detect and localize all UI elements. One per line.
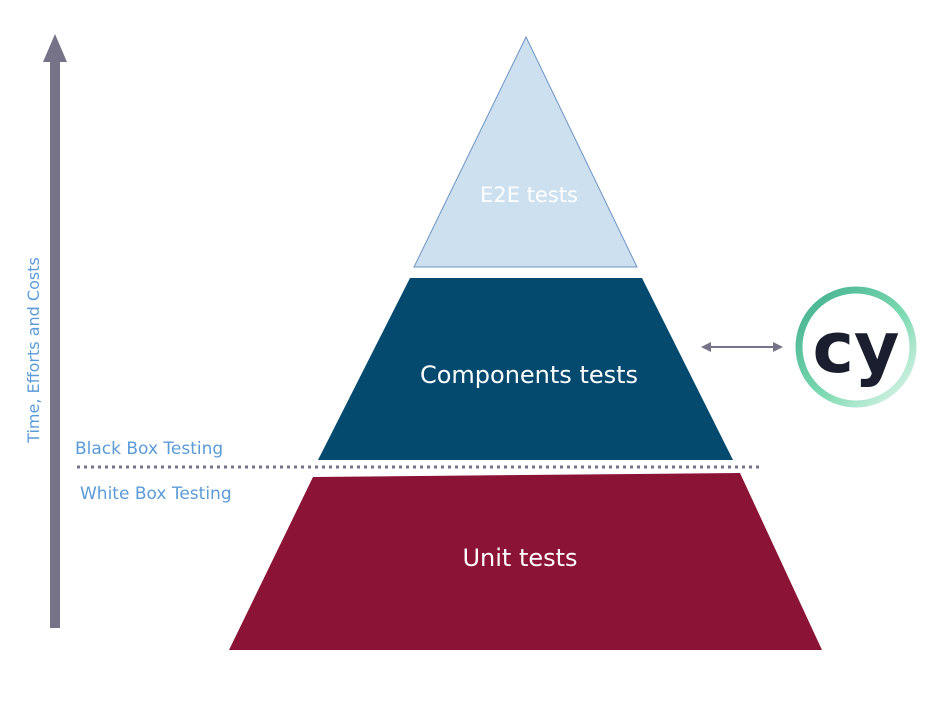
tier-e2e: E2E tests — [413, 35, 638, 268]
cypress-logo-text: cy — [812, 307, 899, 389]
tier-unit-shape — [229, 473, 822, 650]
cypress-logo-ring — [795, 286, 917, 408]
tier-components-label: Components tests — [420, 361, 638, 389]
cypress-logo-icon: cy — [795, 286, 917, 408]
black-box-label: Black Box Testing — [75, 439, 223, 459]
pyramid: E2E tests Components tests Unit tests — [229, 35, 822, 650]
tier-components: Components tests — [318, 278, 733, 460]
tier-unit-label: Unit tests — [462, 544, 577, 572]
tier-e2e-shape — [413, 35, 638, 268]
tier-unit: Unit tests — [229, 473, 822, 650]
effort-axis-shaft — [50, 58, 60, 628]
tier-components-shape — [318, 278, 733, 460]
arrow-up-icon — [43, 34, 67, 62]
double-arrow-icon — [701, 342, 783, 352]
white-box-label: White Box Testing — [80, 484, 232, 504]
effort-axis-label: Time, Efforts and Costs — [24, 257, 43, 444]
effort-axis — [43, 34, 67, 628]
tier-e2e-label: E2E tests — [480, 183, 578, 207]
